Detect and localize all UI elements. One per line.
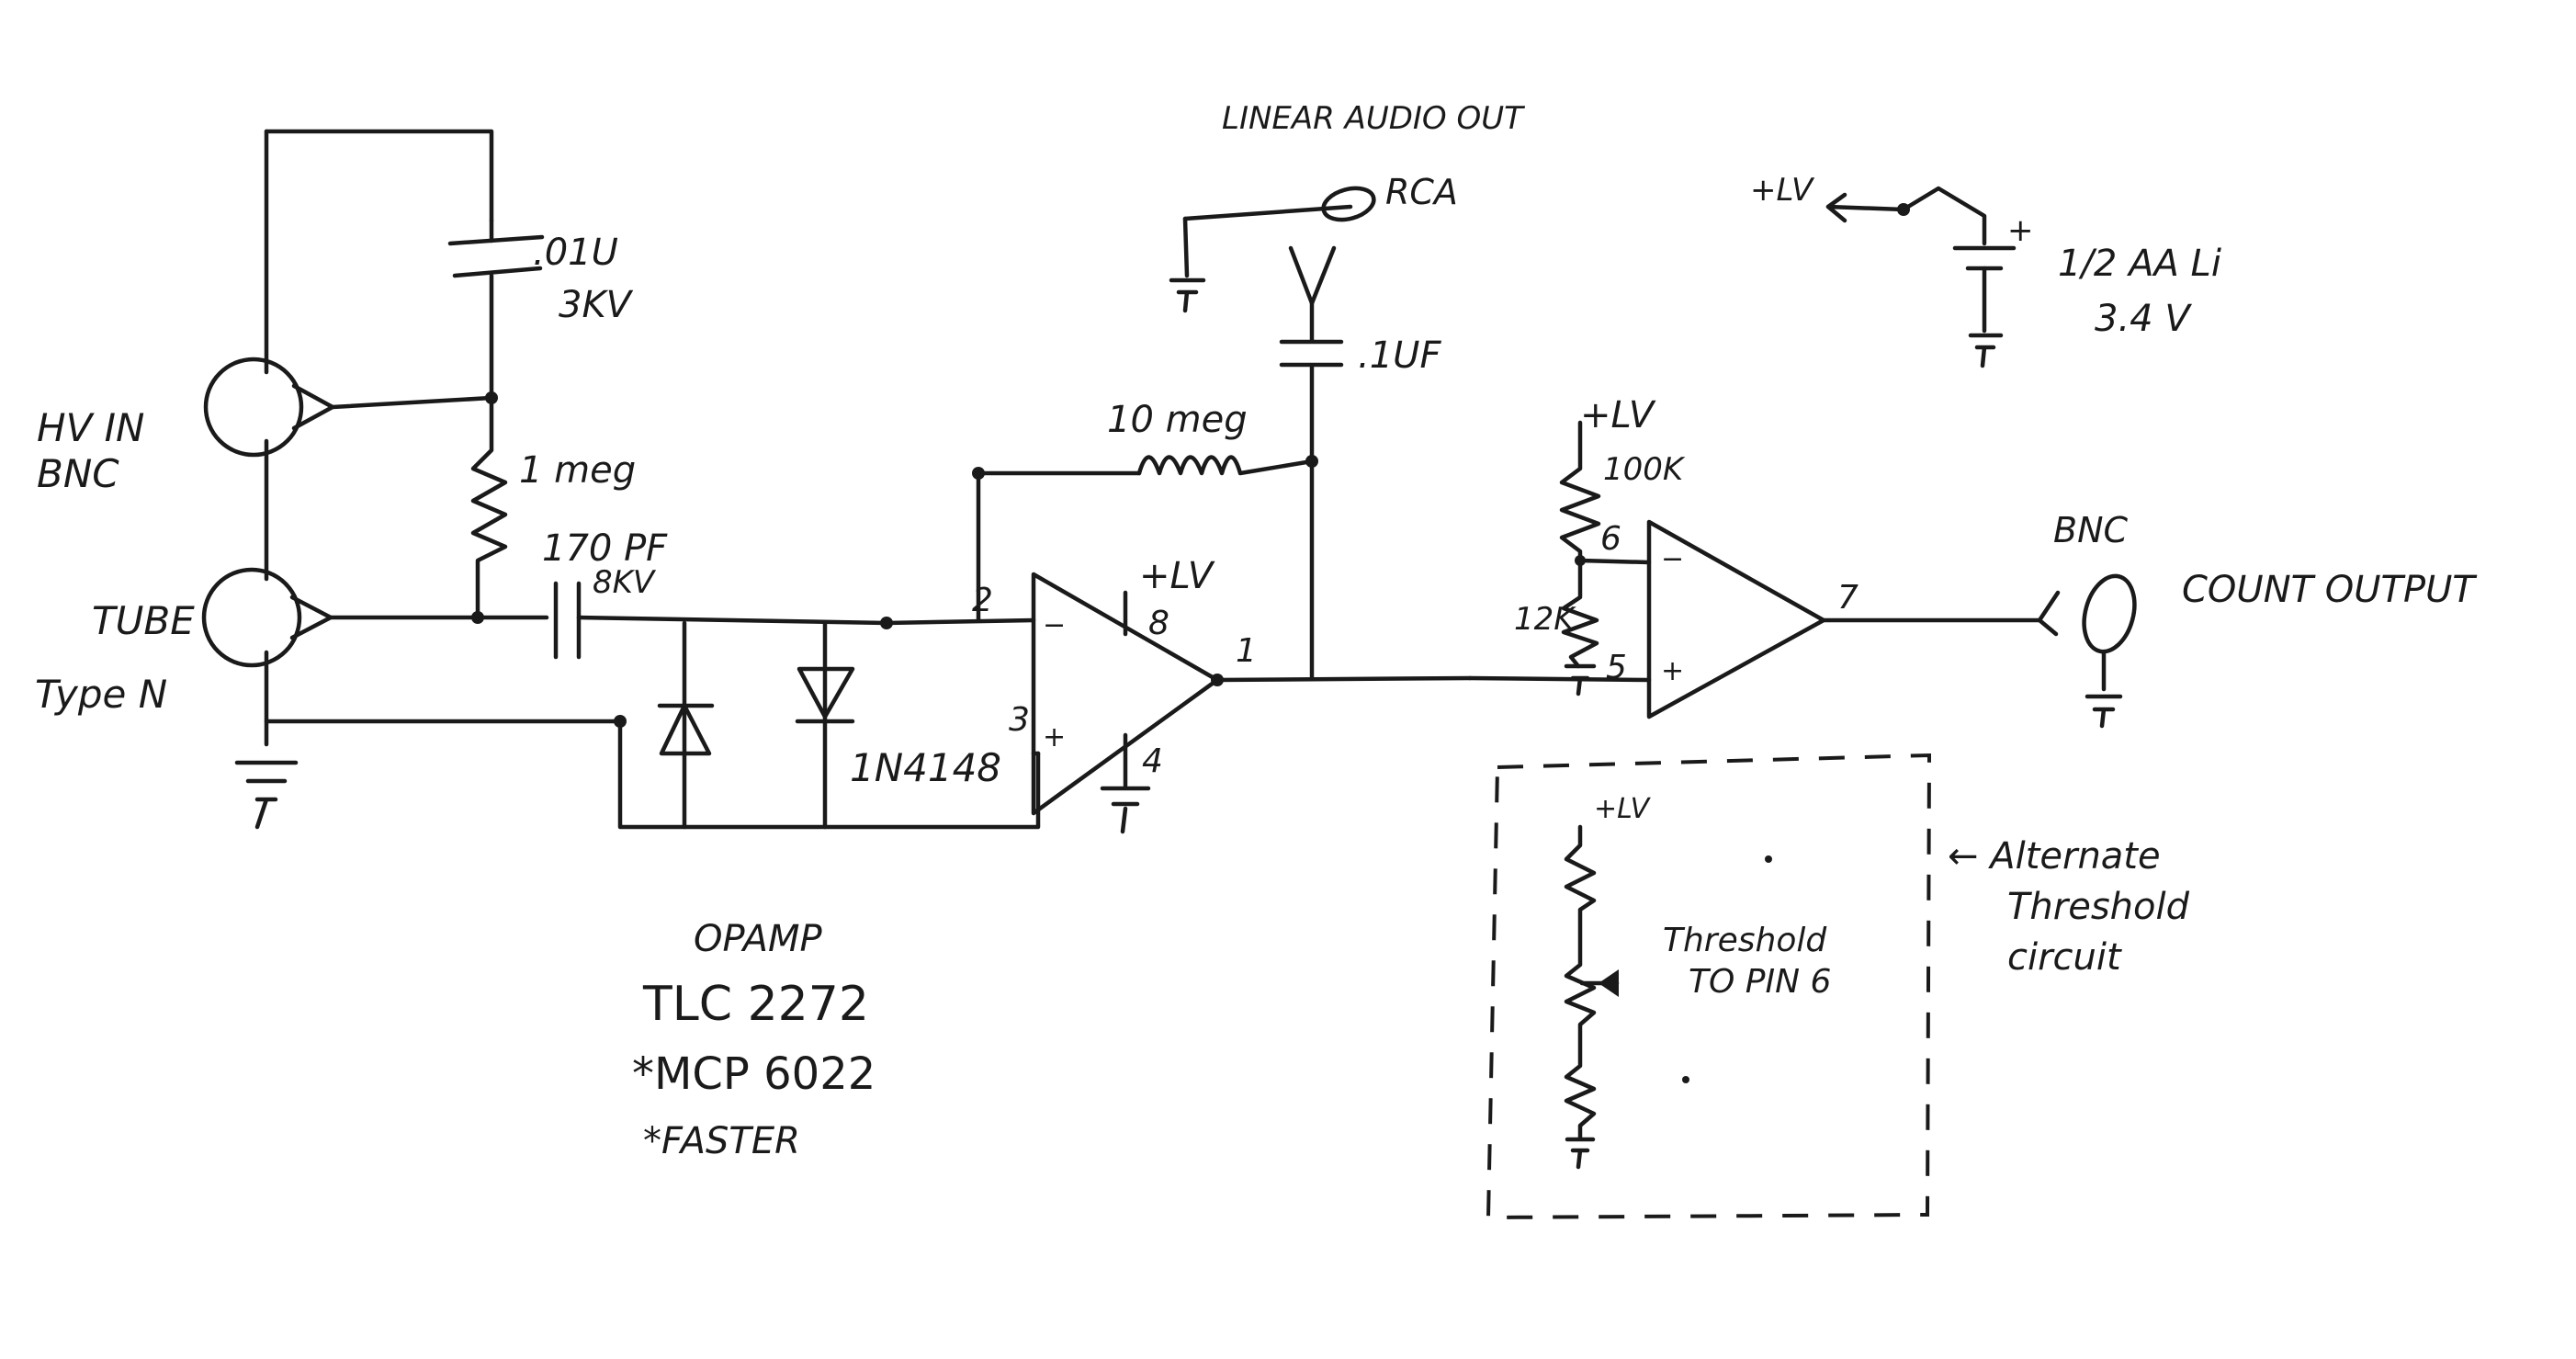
label-comparator-plus: + [1661,655,1684,687]
label-diode: 1N4148 [850,745,1001,790]
ground-symbol-input [234,760,299,830]
label-pin-8: 8 [1148,605,1169,642]
resistor-1meg [470,395,508,618]
label-count-output: COUNT OUTPUT [2182,569,2478,611]
diode-clamp [657,617,893,830]
label-cap-hv-rating: 3KV [559,284,634,326]
label-cap-170-rating: 8KV [593,564,657,601]
wire-ground-return [264,719,1041,830]
capacitor-170pf [553,581,889,660]
capacitor-hv [447,218,545,398]
comparator [1467,420,2137,729]
wire-top-loop [264,129,494,223]
wire-comparator-plus [1467,675,1652,683]
label-hv-bnc: BNC [37,451,119,496]
label-opamp-part2: *MCP 6022 [632,1048,876,1100]
ground-symbol-battery [1968,333,2004,368]
label-supply-comparator: +LV [1580,394,1656,436]
label-pin-3: 3 [1009,701,1030,739]
battery-supply [1825,186,2017,368]
diode-right [795,666,855,724]
label-alternate-2: Threshold [2007,886,2190,928]
label-linear-audio-out: LINEAR AUDIO OUT [1222,100,1525,137]
label-alternate-1: ← Alternate [1948,835,2161,878]
label-tube: TUBE [92,598,195,643]
resistor-12k [1561,558,1599,669]
label-opamp-part1: TLC 2272 [642,977,869,1032]
label-pin-2: 2 [972,582,993,619]
label-pin-6: 6 [1600,520,1621,558]
ground-symbol-12k [1564,663,1597,696]
label-supply-threshold: +LV [1594,793,1652,825]
ground-symbol-threshold [1565,1137,1596,1170]
wire-inverting-input [884,617,1036,626]
label-opamp-note: *FASTER [643,1120,800,1162]
label-cap-170-value: 170 PF [542,527,668,570]
threshold-pot [1564,824,1597,1140]
label-pin-1: 1 [1236,632,1257,670]
label-rca: RCA [1385,172,1458,212]
label-threshold-1: Threshold [1663,922,1827,959]
hv-bnc-jack [203,357,498,458]
battery-switch [1901,186,1987,246]
label-pin-7: 7 [1837,579,1859,617]
label-opamp1-minus: − [1043,609,1066,641]
wire-opamp1-output [1215,675,1473,683]
label-opamp1-plus: + [1043,721,1066,753]
label-res-10meg: 10 meg [1107,399,1248,441]
label-res-12k: 12K [1514,601,1576,638]
diode-left [657,703,715,756]
label-battery-plus: + [2007,212,2034,249]
label-res-100k: 100K [1603,451,1686,488]
alternate-threshold-box [1486,753,1932,1220]
capacitor-audio [1279,300,1344,464]
ground-symbol-output [2085,694,2123,729]
opamp-1 [884,455,1473,834]
resistor-10meg [1136,455,1315,476]
label-output-bnc: BNC [2053,510,2128,550]
label-opamp-title: OPAMP [694,918,822,960]
rca-jack [1182,204,1353,306]
label-battery-voltage: 3.4 V [2095,298,2192,340]
ground-symbol-opamp1 [1100,786,1151,834]
label-tube-type: Type N [35,672,167,717]
audio-output [1169,186,1376,464]
battery-cell [1952,245,2017,271]
label-pin-5: 5 [1606,649,1627,686]
label-pin-4: 4 [1142,742,1163,780]
input-section [201,129,1041,830]
ground-symbol-rca [1169,277,1206,313]
label-hv-in: HV IN [37,405,144,450]
label-comparator-minus: − [1661,543,1684,575]
label-alternate-3: circuit [2007,936,2122,979]
label-supply-opamp1: +LV [1139,555,1215,597]
label-battery-type: 1/2 AA Li [2058,243,2221,285]
label-res-1meg: 1 meg [519,449,636,492]
label-threshold-2: TO PIN 6 [1689,963,1831,1001]
tube-jack [201,567,549,668]
resistor-100k [1559,420,1601,563]
label-supply-battery: +LV [1750,172,1815,209]
label-cap-audio: .1UF [1358,334,1441,377]
output-bnc-jack [2037,590,2061,637]
label-cap-hv-value: .01U [533,232,618,274]
wire-feedback [976,470,1142,623]
